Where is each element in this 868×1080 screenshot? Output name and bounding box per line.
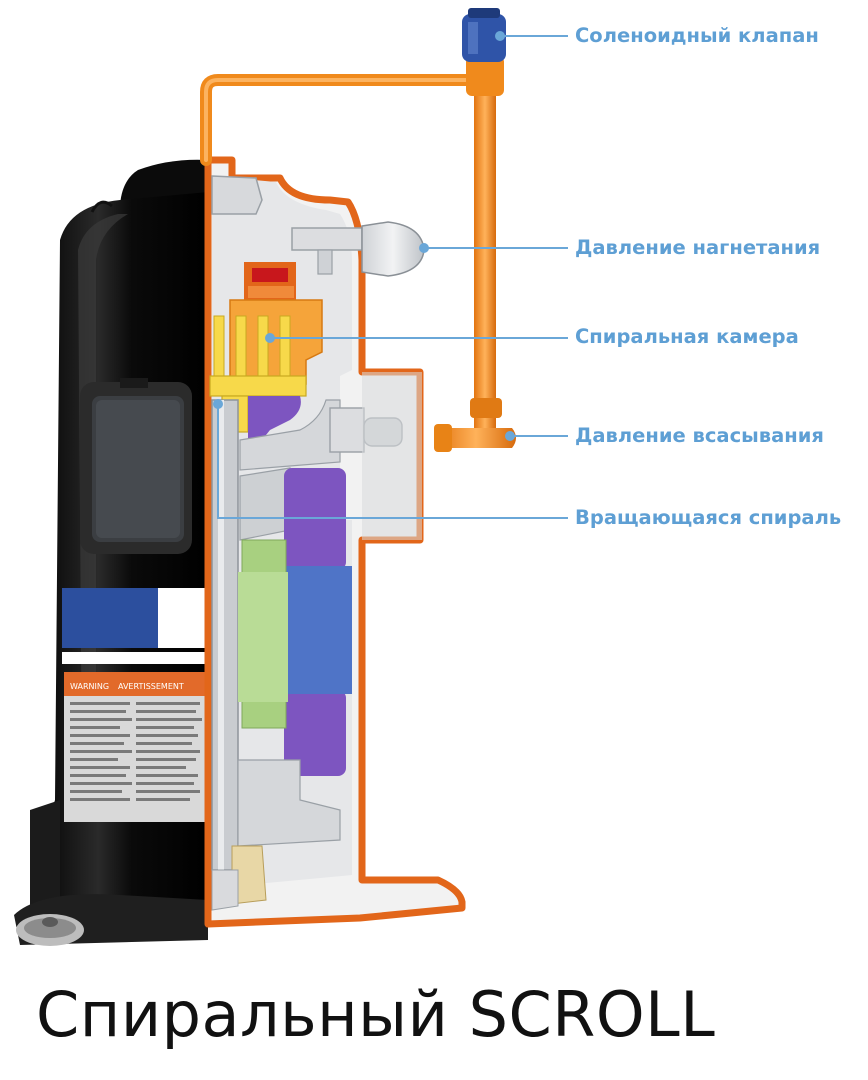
warning-label: WARNING AVERTISSEMENT	[64, 672, 208, 822]
motor-rotor	[238, 539, 288, 729]
bypass-piping	[200, 56, 516, 452]
motor-stator	[284, 468, 352, 776]
compressor-cutaway	[204, 156, 466, 928]
crankshaft	[211, 399, 239, 871]
label-suction-pressure: Давление всасывания	[575, 424, 824, 447]
mounting-base	[14, 800, 208, 946]
solenoid-valve	[462, 8, 506, 62]
suction-fitting-interior	[329, 372, 422, 540]
leader-lines	[213, 31, 568, 519]
floating-seal	[244, 262, 296, 302]
discharge-fitting	[291, 221, 425, 277]
label-solenoid-valve: Соленоидный клапан	[575, 24, 819, 47]
label-discharge-pressure: Давление нагнетания	[575, 236, 821, 259]
brand-stripe	[62, 588, 208, 664]
label-orbiting-scroll: Вращающаяся спираль	[575, 506, 842, 529]
scroll-chamber	[213, 315, 291, 381]
label-scroll-chamber: Спиральная камера	[575, 325, 799, 348]
avertissement-text: AVERTISSEMENT	[118, 682, 184, 691]
diagram-title: Спиральный SCROLL	[36, 978, 716, 1051]
terminal-box	[80, 378, 192, 554]
warning-text: WARNING	[70, 682, 109, 691]
leader-orbiting	[217, 404, 568, 519]
compressor-shell-exterior: WARNING AVERTISSEMENT	[14, 159, 208, 946]
